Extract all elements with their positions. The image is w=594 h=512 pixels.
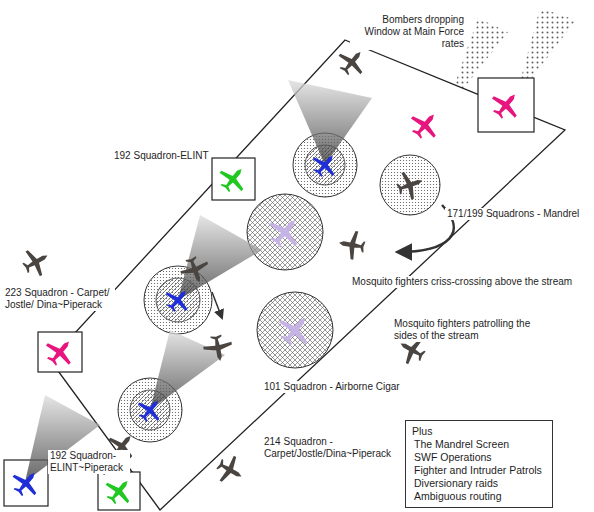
callout-label: Bombers dropping Window at Main Force ra… [350, 14, 466, 50]
callout-label: 192 Squadron-ELINT [112, 150, 211, 162]
callout-label: 223 Squadron - Carpet/ Jostle/ Dina~Pipe… [3, 287, 115, 311]
note-line: Ambiguous routing [412, 490, 546, 503]
legend-box: PlusThe Mandrel ScreenSWF OperationsFigh… [405, 420, 553, 508]
note-heading: Plus [412, 425, 546, 438]
callout-label: 192 Squadron- ELINT~Piperack [48, 450, 130, 474]
note-line: Diversionary raids [412, 477, 546, 490]
note-line: Fighter and Intruder Patrols [412, 464, 546, 477]
callout-label: 214 Squadron - Carpet/Jostle/Dina~Pipera… [262, 436, 402, 460]
callout-label: 101 Squadron - Airborne Cigar [262, 381, 402, 393]
callout-label: Mosquito fighters criss-crossing above t… [350, 276, 574, 288]
note-line: SWF Operations [412, 451, 546, 464]
callout-label: 171/199 Squadrons - Mandrel [445, 208, 581, 220]
callout-label: Mosquito fighters patrolling the sides o… [392, 318, 542, 342]
note-line: The Mandrel Screen [412, 438, 546, 451]
